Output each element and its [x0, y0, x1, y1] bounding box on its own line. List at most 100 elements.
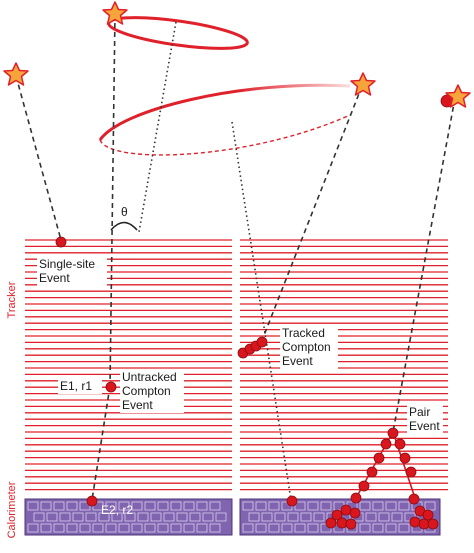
- calorimeter-cell: [365, 512, 377, 522]
- calorimeter-cell: [372, 523, 384, 533]
- calorimeter-cell: [124, 512, 136, 522]
- pair-label-line1: Pair: [409, 405, 430, 419]
- calorimeter-cell: [398, 523, 410, 533]
- tracked-label-line1: Tracked: [282, 326, 325, 340]
- calorimeter-cell: [189, 512, 201, 522]
- hit-dot-icon: [325, 517, 337, 529]
- hit-dot-icon: [408, 493, 420, 505]
- calorimeter-cell: [157, 501, 169, 511]
- compton-cone-ring-top: [107, 16, 249, 50]
- calorimeter-cell: [255, 523, 267, 533]
- calorimeter-cell: [105, 523, 117, 533]
- calorimeter-cell: [313, 512, 325, 522]
- calorimeter-cell: [157, 523, 169, 533]
- tracked-label-line3: Event: [282, 354, 313, 368]
- calorimeter-cell: [66, 501, 78, 511]
- calorimeter-cell: [391, 512, 403, 522]
- calorimeter-cell: [372, 501, 384, 511]
- hit-dot-icon: [409, 516, 421, 528]
- calorimeter-cell: [255, 501, 267, 511]
- hit-dot-icon: [86, 495, 98, 507]
- track-pair-incoming: [392, 97, 456, 433]
- calorimeter-cell: [196, 523, 208, 533]
- calorimeter-cell: [170, 501, 182, 511]
- calorimeter-cell: [137, 512, 149, 522]
- calorimeter-cell: [92, 523, 104, 533]
- gamma-sources: [3, 1, 471, 108]
- hit-dot-icon: [350, 492, 362, 504]
- e2-r2-label: E2, r2: [101, 503, 133, 517]
- calorimeter-cell: [261, 512, 273, 522]
- calorimeter-side-label: Calorimeter: [6, 481, 18, 538]
- calorimeter-cell: [33, 512, 45, 522]
- calorimeter-cell: [248, 512, 260, 522]
- tracked-label-line2: Compton: [282, 340, 331, 354]
- hit-dot-icon: [286, 495, 298, 507]
- track-tracked-incoming: [260, 85, 363, 344]
- calorimeter-cell: [27, 523, 39, 533]
- untracked-label-line1: Untracked: [122, 370, 177, 384]
- calorimeter-cell: [209, 501, 221, 511]
- single-site-label-line2: Event: [39, 271, 70, 285]
- hit-dot-icon: [405, 466, 417, 478]
- star-icon: [350, 72, 376, 96]
- hit-dot-icon: [345, 518, 357, 530]
- hit-dot-icon: [422, 509, 434, 521]
- calorimeter-cell: [274, 512, 286, 522]
- calorimeter-cell: [268, 501, 280, 511]
- calorimeter-cell: [287, 512, 299, 522]
- star-icon: [102, 1, 128, 25]
- calorimeter-cell: [307, 523, 319, 533]
- calorimeter-cell: [268, 523, 280, 533]
- calorimeter-cell: [242, 501, 254, 511]
- calorimeter-cell: [281, 523, 293, 533]
- single-site-label-line1: Single-site: [39, 257, 95, 271]
- hit-dot-icon: [340, 504, 352, 516]
- calorimeter-cell: [98, 512, 110, 522]
- hit-dot-icon: [427, 518, 439, 530]
- hit-dot-icon: [349, 507, 361, 519]
- hit-dot-icon: [358, 480, 370, 492]
- calorimeter-cell: [209, 523, 221, 533]
- calorimeter-cell: [320, 501, 332, 511]
- track-untracked-scattered: [91, 385, 111, 501]
- compton-cone-ring-tracked-back: [99, 114, 351, 156]
- pair-label-line2: Event: [409, 419, 440, 433]
- calorimeter-cell: [300, 512, 312, 522]
- hit-dot-icon: [256, 336, 268, 348]
- untracked-label-line3: Event: [122, 398, 153, 412]
- calorimeter-cell: [202, 512, 214, 522]
- calorimeter-cell: [118, 501, 130, 511]
- calorimeter-cell: [72, 512, 84, 522]
- calorimeter-cell: [144, 501, 156, 511]
- calorimeter-cell: [46, 512, 58, 522]
- e1-r1-label: E1, r1: [60, 379, 92, 393]
- hit-dot-icon: [399, 452, 411, 464]
- calorimeter-cell: [85, 512, 97, 522]
- track-tracked-scattered: [231, 121, 292, 501]
- theta-label: θ: [121, 205, 128, 219]
- hit-dot-icon: [55, 236, 67, 248]
- hit-dot-icon: [105, 381, 117, 393]
- calorimeter-cell: [378, 512, 390, 522]
- calorimeter-cell: [131, 523, 143, 533]
- scatter-angle-arc: [110, 221, 138, 231]
- calorimeter-cell: [183, 523, 195, 533]
- calorimeter-cell: [53, 501, 65, 511]
- calorimeter-cell: [398, 501, 410, 511]
- calorimeter-cell: [59, 512, 71, 522]
- hit-dot-icon: [387, 427, 399, 439]
- hit-dot-icon: [366, 466, 378, 478]
- calorimeter-cell: [385, 523, 397, 533]
- hit-dot-icon: [394, 438, 406, 450]
- calorimeter-cell: [150, 512, 162, 522]
- calorimeter-cell: [176, 512, 188, 522]
- track-untracked-incoming: [109, 13, 116, 387]
- hit-dot-icon: [418, 518, 430, 530]
- hit-dot-icon: [331, 509, 343, 521]
- track-untracked-cone-axis: [138, 21, 177, 233]
- tracker-layers-right: [240, 239, 448, 491]
- calorimeter-cell: [385, 501, 397, 511]
- tracker-side-label: Tracker: [6, 281, 18, 318]
- calorimeter-cell: [242, 523, 254, 533]
